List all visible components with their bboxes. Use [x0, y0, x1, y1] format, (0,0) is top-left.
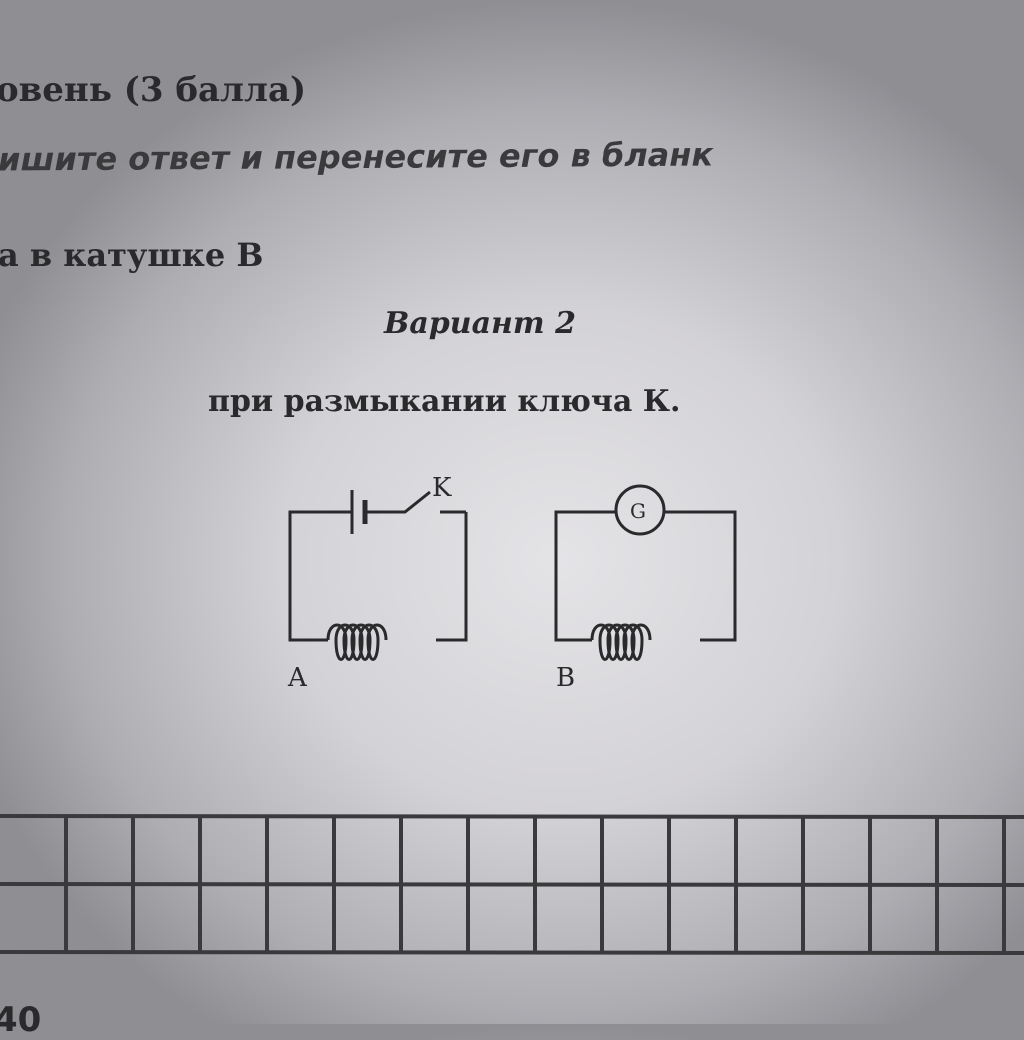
- coil-a: [326, 623, 388, 661]
- grid-row-line: [0, 950, 1024, 955]
- circuit-a: [288, 490, 468, 661]
- page-number: 40: [0, 1000, 42, 1040]
- switch-k: [365, 490, 431, 514]
- variant-title: Вариант 2: [384, 306, 576, 341]
- galvanometer: [614, 484, 666, 536]
- variant-condition: при размыкании ключа К.: [208, 384, 681, 419]
- galvanometer-label: G: [630, 499, 646, 523]
- circuit-b-label: B: [556, 663, 575, 693]
- circuit-a-label: A: [287, 663, 308, 693]
- coil-b: [590, 623, 652, 661]
- answer-grid: [0, 814, 1024, 955]
- level-title: овень (3 балла): [0, 70, 307, 110]
- grid-row-line: [0, 814, 1024, 819]
- grid-row-line: [0, 882, 1024, 887]
- circuit-b: [554, 484, 737, 661]
- switch-label: K: [432, 473, 452, 503]
- question-fragment: а в катушке В: [0, 236, 264, 274]
